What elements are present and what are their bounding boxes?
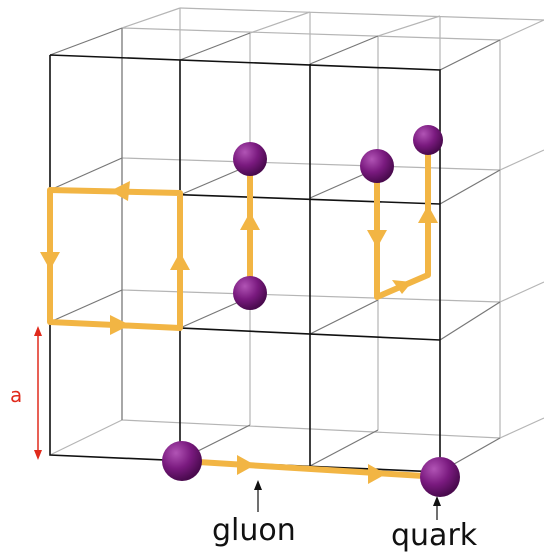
lattice-front-layer [49,54,441,473]
arrow-right-icon [392,280,412,294]
lattice-depth-layer [49,27,501,473]
lattice-spacing-marker: a [10,326,42,460]
quark-label: quark [391,518,478,552]
quark-node [233,142,267,176]
quark-node [360,149,394,183]
quark-node [162,441,202,481]
arrow-down-icon [40,252,60,270]
spacing-label: a [10,383,22,407]
quark-node [413,125,443,155]
arrow-down-icon [367,230,387,248]
arrow-up-icon [170,252,190,270]
gluon-arrowheads [40,181,438,484]
arrow-left-icon [110,181,130,201]
gluon-link-bottom [179,458,443,480]
annotation-pointers [254,480,441,520]
arrow-up-icon [418,205,438,223]
arrow-right-icon [110,315,130,335]
arrow-up-icon [240,212,260,230]
plaquette-loop [47,187,183,331]
arrow-right-icon [237,455,255,475]
quarks [162,125,460,497]
gluon-label: gluon [212,513,296,548]
quark-node [233,276,267,310]
arrow-right-icon [368,464,386,484]
lattice-back-layer [49,7,544,456]
quark-node [420,457,460,497]
